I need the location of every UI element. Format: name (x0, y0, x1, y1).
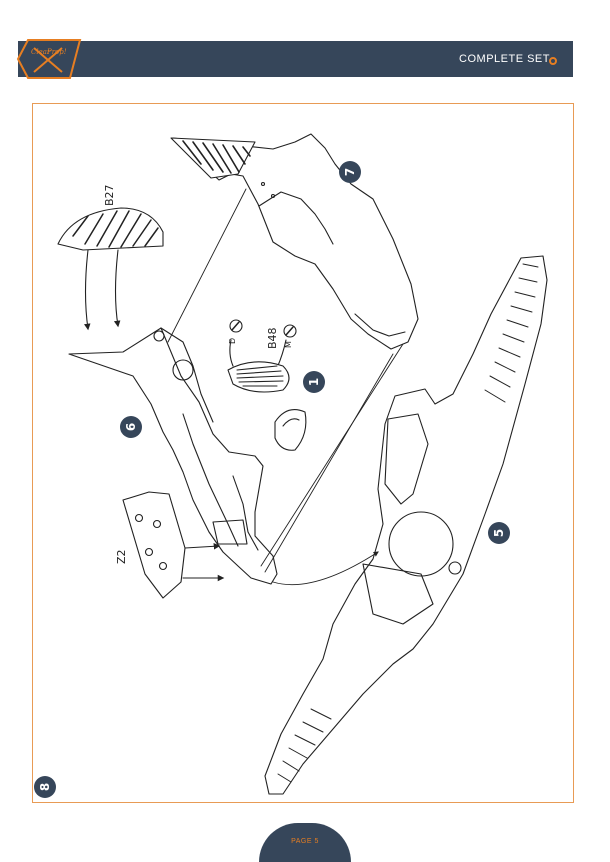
label-b48: B48 (266, 327, 279, 349)
header-dot-icon (549, 57, 557, 65)
svg-text:1: 1 (307, 378, 321, 386)
callout-6: 6 (120, 416, 142, 438)
header-title: COMPLETE SET (459, 53, 550, 65)
b27-panel (57, 207, 164, 331)
leader-lines (167, 188, 404, 586)
logo-text-prop: Prop! (46, 48, 67, 56)
svg-text:5: 5 (492, 529, 506, 537)
bracket-part (274, 409, 307, 451)
wing-part (264, 255, 548, 795)
grille-part (227, 361, 290, 393)
clear-prop-logo: Clear Prop! (16, 39, 82, 79)
page-label: PAGE 5 (291, 838, 319, 845)
rudder-hatching (182, 140, 251, 174)
callout-7: 7 (339, 161, 361, 183)
assembly-diagram: B27 B48 Z2 D M 1 5 6 7 8 (34, 133, 548, 798)
fuselage-half-part (68, 327, 278, 585)
logo-text-clear: Clear (31, 48, 51, 56)
header-bar (18, 41, 573, 77)
svg-text:6: 6 (124, 423, 138, 431)
instruction-frame (32, 103, 574, 803)
rear-fuselage-part (170, 133, 419, 350)
wing-rib-hatching (277, 263, 539, 783)
z2-panel (122, 491, 225, 599)
label-b27: B27 (103, 184, 116, 206)
callout-1: 1 (303, 371, 325, 393)
svg-text:8: 8 (38, 783, 52, 791)
label-z2: Z2 (115, 549, 128, 564)
label-m: M (284, 341, 293, 348)
callout-5: 5 (488, 522, 510, 544)
step-number-badge: 8 (34, 776, 56, 798)
svg-text:7: 7 (343, 168, 357, 176)
label-d: D (228, 338, 237, 344)
